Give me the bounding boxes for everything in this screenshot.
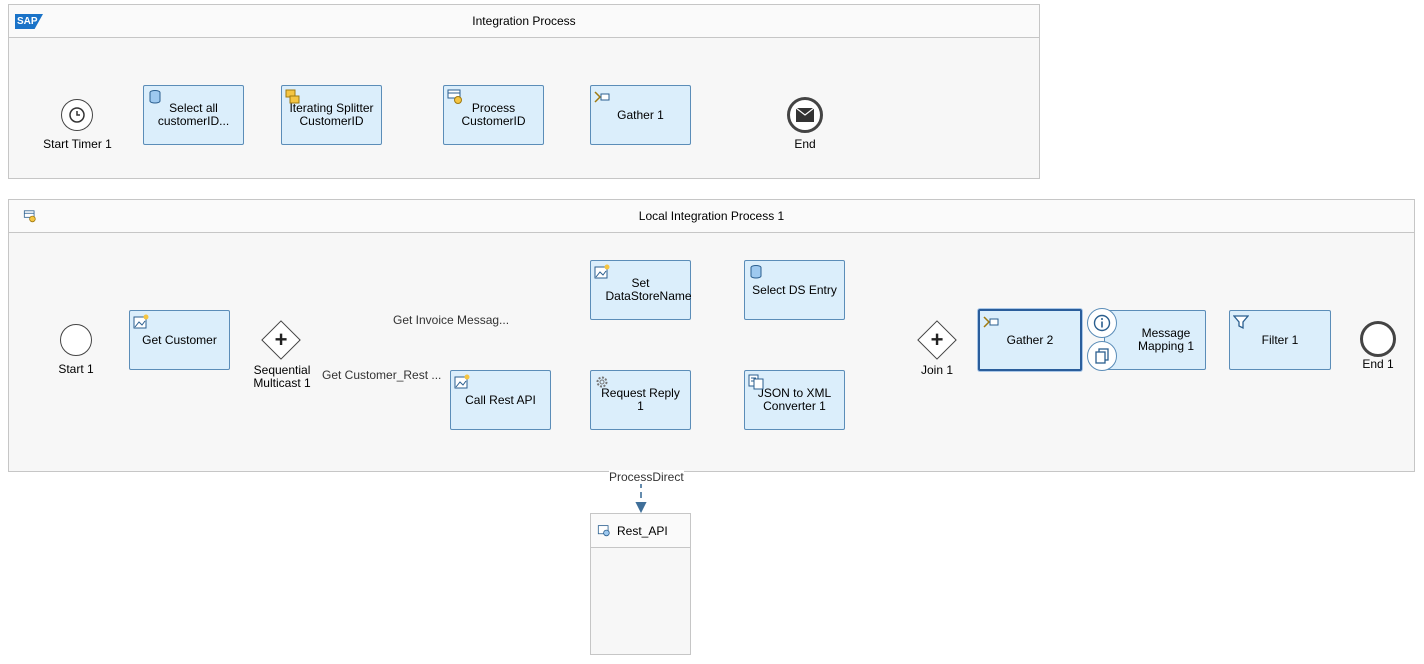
- message-mapping-step[interactable]: Message Mapping 1: [1104, 310, 1206, 370]
- select-customerid-step[interactable]: Select all customerID...: [143, 85, 244, 145]
- filter-1-step[interactable]: Filter 1: [1229, 310, 1331, 370]
- plus-icon: +: [274, 327, 288, 352]
- branch-invoice-label: Get Invoice Messag...: [393, 313, 510, 327]
- call-rest-api-step[interactable]: Call Rest API: [450, 370, 551, 430]
- get-customer-step[interactable]: Get Customer: [129, 310, 230, 370]
- gather-icon: [594, 91, 610, 103]
- database-icon: [149, 90, 161, 104]
- clock-icon: [69, 107, 85, 123]
- envelope-icon: [796, 108, 814, 122]
- json-to-xml-step[interactable]: JSON to XML Converter 1: [744, 370, 845, 430]
- info-icon: [1093, 314, 1111, 332]
- receiver-icon: [597, 525, 610, 537]
- multicast-label: Sequential Multicast 1: [253, 363, 311, 390]
- content-modifier-icon: [594, 264, 610, 279]
- copy-button[interactable]: [1087, 341, 1117, 371]
- start-timer-event[interactable]: [61, 99, 93, 131]
- gather-1-step[interactable]: Gather 1: [590, 85, 691, 145]
- receiver-rest-api[interactable]: Rest_API: [590, 513, 691, 655]
- processdirect-adapter-label[interactable]: ProcessDirect: [609, 470, 684, 484]
- set-datastorename-step[interactable]: Set DataStoreName: [590, 260, 692, 320]
- start-timer-label: Start Timer 1: [43, 137, 112, 151]
- local-process-icon: [23, 210, 36, 223]
- local-integration-process-pool[interactable]: Local Integration Process 1: [8, 199, 1415, 472]
- pool-title: Integration Process: [472, 14, 576, 28]
- converter-icon: [748, 374, 764, 390]
- filter-icon: [1233, 315, 1249, 330]
- copy-icon: [1095, 348, 1109, 364]
- sap-logo: SAP: [15, 14, 43, 29]
- end-label: End: [794, 137, 816, 151]
- gear-icon: [596, 376, 608, 388]
- pool-header: Integration Process: [9, 5, 1039, 38]
- end-1-event[interactable]: [1360, 321, 1396, 357]
- content-modifier-icon: [133, 314, 149, 329]
- process-customerid-step[interactable]: Process CustomerID: [443, 85, 544, 145]
- plus-icon: +: [930, 327, 944, 352]
- start-1-event[interactable]: [60, 324, 92, 356]
- info-button[interactable]: [1087, 308, 1117, 338]
- gather-icon: [983, 316, 999, 328]
- receiver-header: Rest_API: [591, 514, 690, 548]
- end-message-event[interactable]: [787, 97, 823, 133]
- start-1-label: Start 1: [58, 362, 94, 376]
- database-icon: [750, 265, 762, 279]
- end-1-label: End 1: [1362, 357, 1394, 371]
- process-call-icon: [447, 89, 462, 104]
- pool-header: Local Integration Process 1: [9, 200, 1414, 233]
- request-reply-step[interactable]: Request Reply 1: [590, 370, 691, 430]
- content-modifier-icon: [454, 374, 470, 389]
- gather-2-step[interactable]: Gather 2: [978, 309, 1082, 371]
- pool-title: Local Integration Process 1: [638, 209, 785, 223]
- select-ds-entry-step[interactable]: Select DS Entry: [744, 260, 845, 320]
- join-label: Join 1: [920, 363, 954, 377]
- branch-customer-rest-label: Get Customer_Rest ...: [322, 368, 442, 382]
- splitter-icon: [285, 89, 300, 104]
- iterating-splitter-step[interactable]: Iterating Splitter CustomerID: [281, 85, 382, 145]
- receiver-title: Rest_API: [617, 523, 668, 538]
